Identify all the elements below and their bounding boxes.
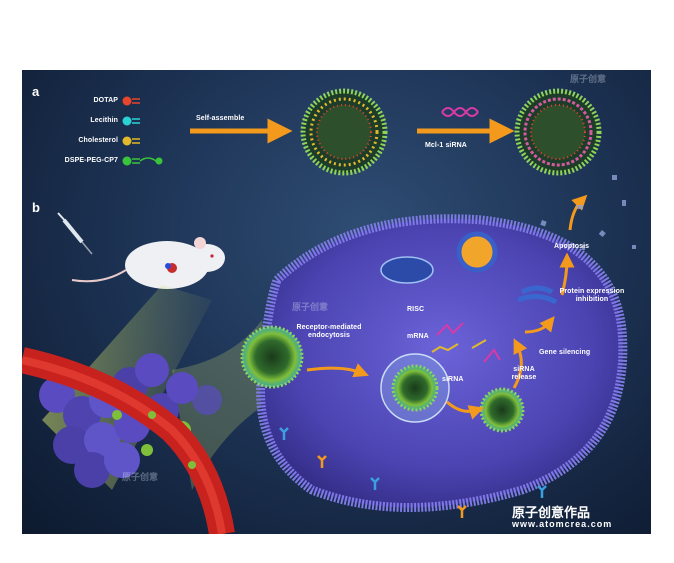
mitochondrion: [380, 256, 434, 284]
watermark-center: 原子创意: [292, 302, 329, 312]
nanoparticle-endosome: [391, 364, 439, 412]
legend-cholesterol: Cholesterol: [78, 137, 118, 144]
liposome-loaded: [514, 88, 602, 176]
figure-panel: a b DOTAP Lecithin Cholesterol DSPE-PEG-…: [22, 70, 651, 534]
brand-name: 原子创意作品: [512, 505, 591, 520]
watermark-top: 原子创意: [570, 74, 607, 84]
illustration: [22, 88, 636, 534]
liposome-empty: [300, 88, 388, 176]
tumor-cell: [256, 214, 628, 512]
receptors: [279, 427, 547, 498]
label-gene-silencing: Gene silencing: [539, 349, 591, 356]
label-sirna-release: siRNA release: [511, 366, 537, 381]
golgi: [517, 285, 558, 305]
nanoparticle-entry: [240, 325, 304, 389]
label-endocytosis: Receptor-mediated endocytosis: [296, 324, 362, 339]
nanoparticle-release: [479, 387, 525, 433]
legend-dotap: DOTAP: [93, 97, 118, 104]
label-self-assemble: Self-assemble: [196, 115, 245, 122]
label-sirna: siRNA: [442, 376, 464, 383]
label-mrna: mRNA: [407, 333, 429, 340]
brand-url: www.atomcrea.com: [512, 519, 613, 529]
watermark-bottom: 原子创意: [122, 472, 159, 482]
syringe-icon: [57, 212, 93, 255]
nucleus: [456, 231, 498, 273]
panel-label-a: a: [32, 84, 40, 99]
mouse-illustration: [71, 237, 225, 289]
legend-icons: [122, 96, 163, 166]
label-mcl1-sirna: Mcl-1 siRNA: [425, 142, 467, 149]
panel-label-b: b: [32, 200, 40, 215]
label-risc: RISC: [407, 306, 425, 313]
apoptosis-debris: [540, 175, 636, 250]
label-protein-inhibition: Protein expression inhibition: [559, 288, 625, 303]
legend-dspe-peg-cp7: DSPE-PEG-CP7: [64, 157, 118, 164]
legend-lecithin: Lecithin: [90, 117, 118, 124]
sirna-helix-icon: [441, 107, 479, 117]
pathway-arrows: [306, 194, 588, 420]
label-apoptosis: Apoptosis: [554, 243, 590, 250]
